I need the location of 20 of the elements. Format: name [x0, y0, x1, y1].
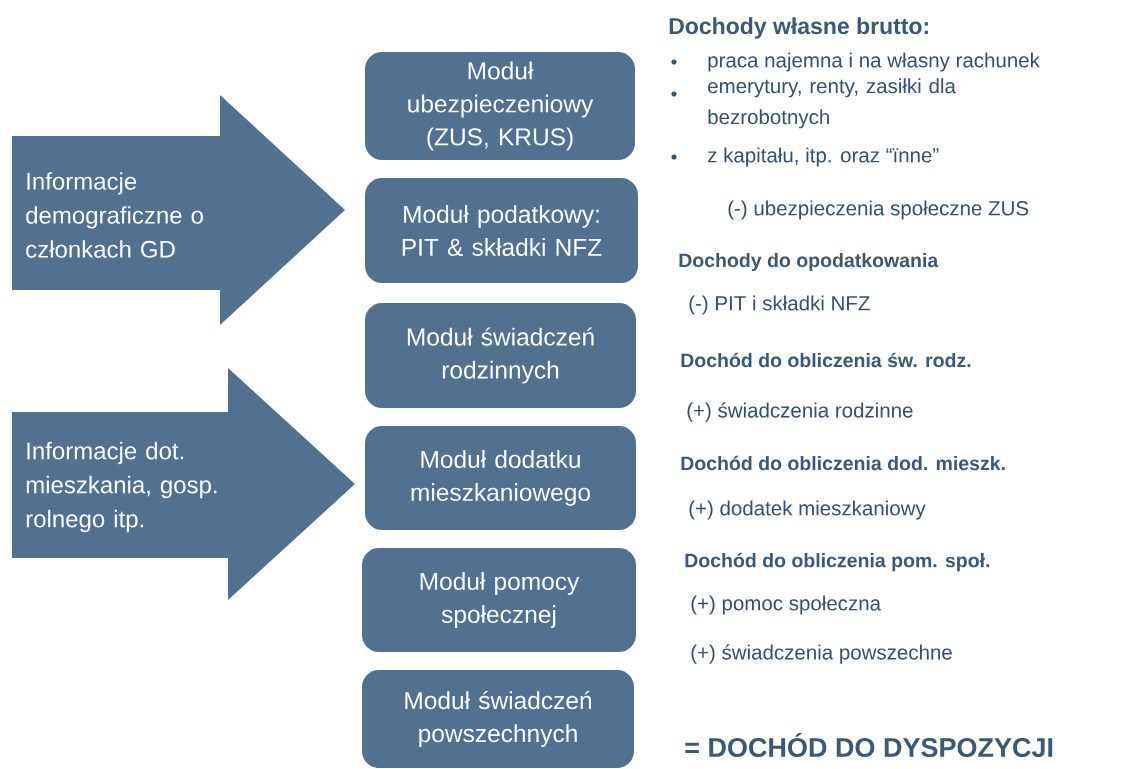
result-text: = DOCHÓD DO DYSPOZYCJI — [685, 732, 1053, 758]
module-box: Moduł podatkowy: PIT & składki NFZ — [365, 178, 638, 283]
module-box: Moduł dodatku mieszkaniowego — [365, 426, 636, 530]
module-box: Moduł świadczeń powszechnych — [362, 670, 634, 768]
income-item: (+) świadczenia powszechne — [691, 644, 952, 664]
module-box: Moduł pomocy społecznej — [362, 548, 636, 652]
list-item: praca najemna i na własny rachunek — [708, 52, 1040, 72]
income-item: (-) PIT i składki NFZ — [689, 295, 870, 315]
subheading: Dochód do obliczenia św. rodz. — [681, 352, 971, 368]
income-item: (+) dodatek mieszkaniowy — [689, 500, 926, 520]
module-box: Moduł ubezpieczeniowy (ZUS, KRUS) — [365, 52, 635, 160]
income-item: (+) pomoc społeczna — [691, 595, 881, 615]
module-box: Moduł świadczeń rodzinnych — [365, 303, 636, 408]
income-item: (-) ubezpieczenia społeczne ZUS — [728, 200, 1029, 220]
subheading: Dochód do obliczenia dod. mieszk. — [681, 455, 1005, 471]
list-item: z kapitału, itp. oraz “ïnne” — [708, 147, 939, 167]
income-item: (+) świadczenia rodzinne — [687, 402, 913, 422]
subheading: Dochody do opodatkowania — [679, 252, 939, 272]
heading: Dochody własne brutto: — [669, 17, 928, 39]
subheading: Dochód do obliczenia pom. społ. — [685, 552, 990, 572]
